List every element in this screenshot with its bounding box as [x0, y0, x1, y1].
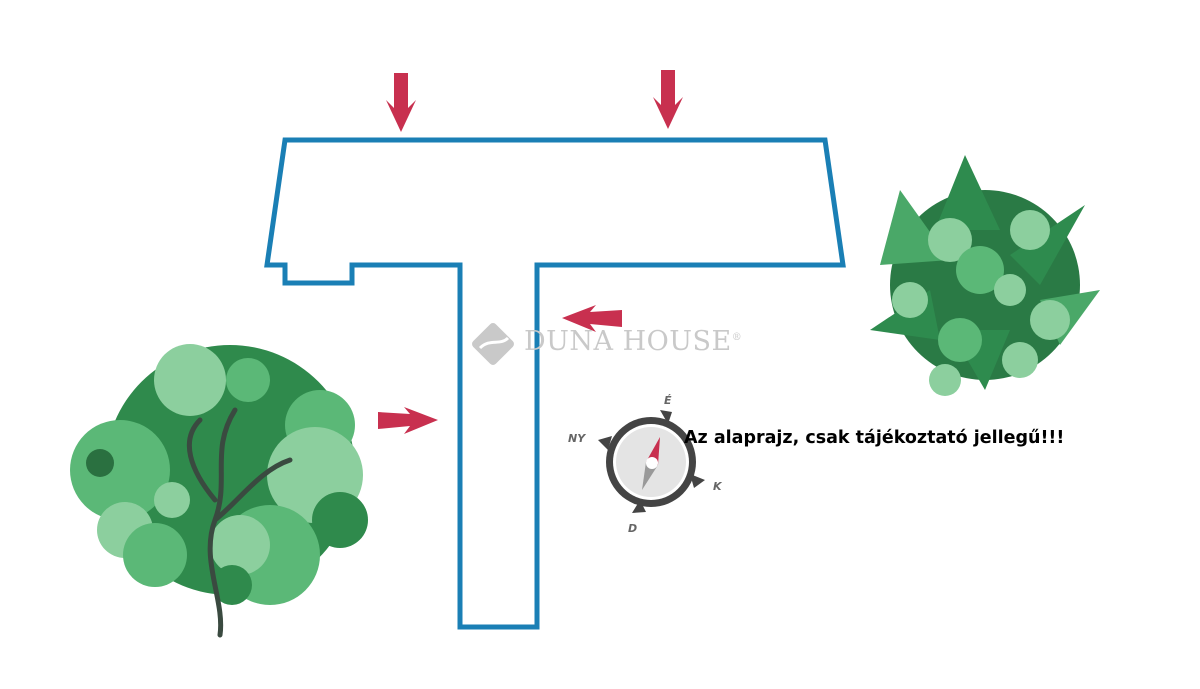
duna-house-logo-icon: [472, 323, 514, 365]
compass-west-label: NY: [568, 432, 586, 445]
disclaimer-note: Az alaprajz, csak tájékoztató jellegű!!!: [684, 428, 1065, 448]
compass-icon: É NY K D: [568, 394, 723, 535]
compass-north-label: É: [664, 394, 672, 407]
arrow-right-icon: [378, 407, 438, 434]
right-bush-icon: [870, 155, 1100, 396]
watermark: DUNA HOUSE®: [524, 326, 742, 357]
left-bush-icon: [70, 344, 368, 638]
arrow-down-icon: [653, 70, 683, 129]
compass-south-label: D: [628, 522, 637, 535]
arrow-left-icon: [562, 305, 622, 332]
building-outline: [264, 137, 846, 630]
arrow-down-icon: [386, 73, 416, 132]
watermark-registered: ®: [731, 332, 743, 343]
compass-east-label: K: [713, 480, 723, 493]
watermark-text: DUNA HOUSE: [524, 326, 732, 357]
